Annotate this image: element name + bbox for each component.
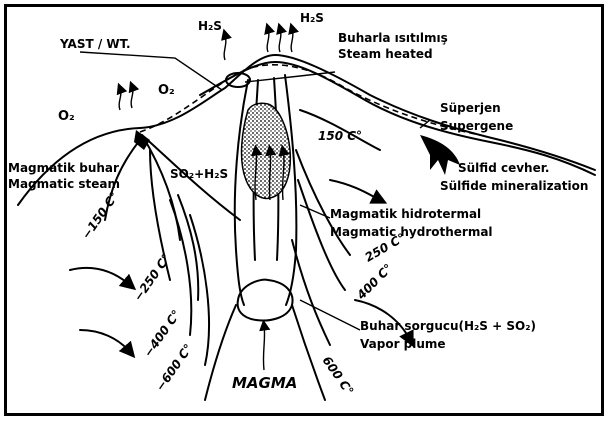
label-magmatic-steam: Magmatic steam [8,177,120,191]
label-supergene: Supergene [440,119,513,133]
label-sulfide-mineralization: Sülfide mineralization [440,179,588,193]
magmatic-steam-path-2 [142,135,180,240]
isotherm-600-right [292,240,330,345]
label-steam-heated: Steam heated [338,47,433,61]
label-yast-wt: YAST / WT. [59,37,131,51]
leader-vapor-plume [300,300,360,330]
label-superjen: Süperjen [440,101,501,115]
circulation-arrow-left-2 [80,330,130,352]
label-temp-150-right: 150 C° [318,129,362,143]
label-o2-left: O₂ [58,109,75,124]
label-buharla-isitilmis: Buharla ısıtılmış [338,31,448,45]
label-temp-150-left: −150 C° [79,189,121,241]
label-magmatic-hydrothermal: Magmatic hydrothermal [330,225,493,239]
water-table-pointer [80,52,222,90]
isotherm-600-left [190,215,209,365]
circulation-arrow-left-1 [70,268,130,285]
leader-magmatic-hydrothermal [300,205,330,218]
vent-column-right [285,75,296,305]
isotherm-250-right [296,150,350,255]
label-magma: MAGMA [232,374,297,392]
label-h2s-left: H₂S [198,19,222,33]
isotherm-inner-left [178,195,198,300]
label-o2-mid: O₂ [158,83,175,98]
label-so2-h2s: SO₂+H₂S [170,167,228,181]
label-buhar-sorgucu: Buhar sorgucu(H₂S + SO₂) [360,319,536,333]
sulfide-blob [420,135,460,175]
label-temp-400-right: 400 C° [354,261,396,303]
circulation-arrow-right-1 [330,180,380,200]
label-h2s-right: H₂S [300,11,324,25]
label-vapor-plume: Vapor plume [360,337,446,351]
label-sulfid-cevher: Sülfid cevher. [458,161,549,175]
magmatic-steam-vent [134,130,150,150]
label-magmatik-buhar: Magmatik buhar [8,161,119,175]
label-temp-600-right: 600 C° [320,354,357,398]
vent-column-left [235,80,248,305]
gas-arrows-left [119,86,133,110]
label-temp-250-left: −250 C° [131,251,173,303]
magma-chamber [238,280,293,321]
label-magmatik-hidrotermal: Magmatik hidrotermal [330,207,481,221]
